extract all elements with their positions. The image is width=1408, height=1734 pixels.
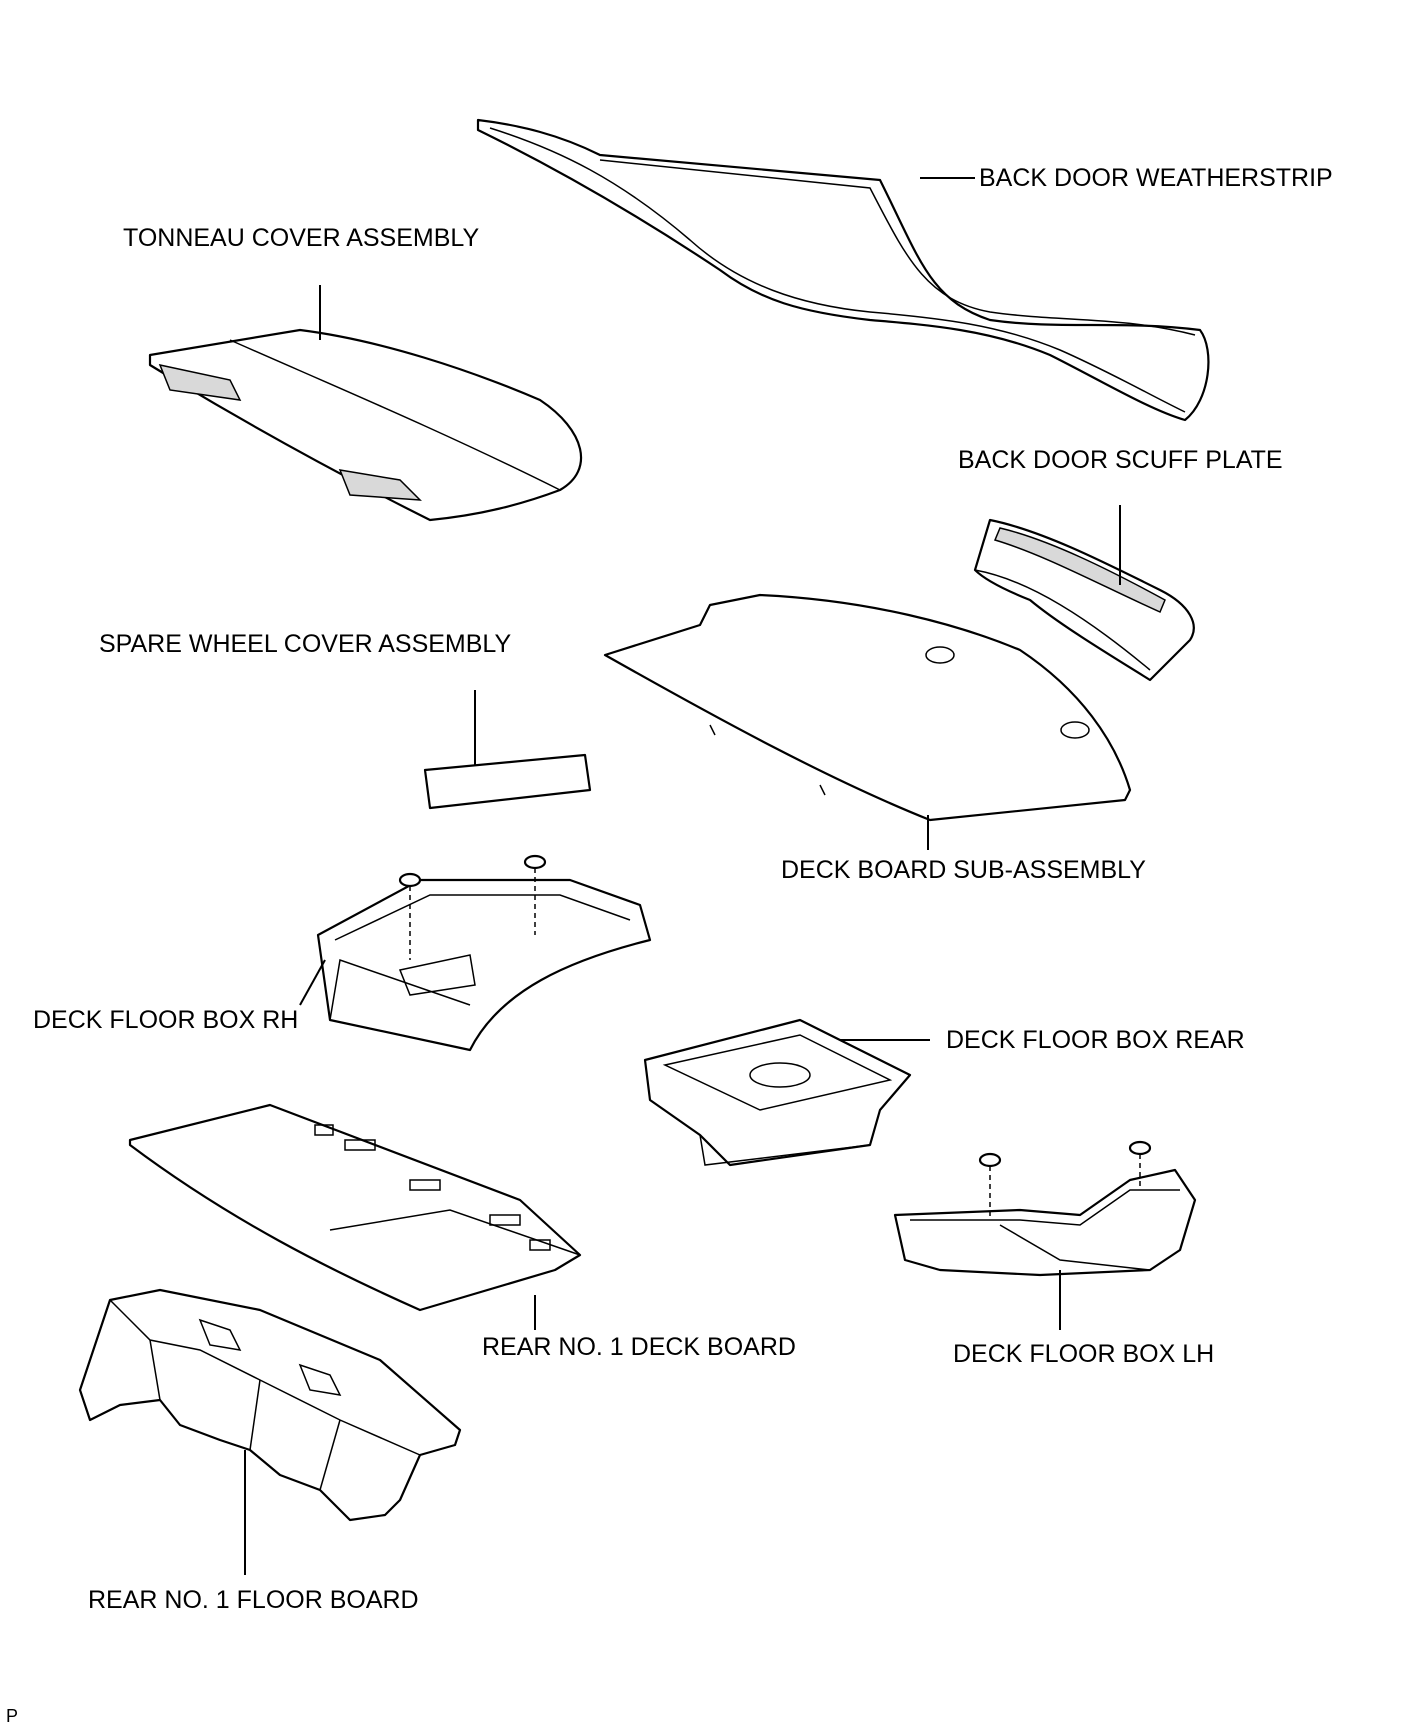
back-door-scuff-plate-part (973, 518, 1195, 682)
back-door-weatherstrip-part (476, 118, 1210, 422)
label-deck-floor-box-rh: DECK FLOOR BOX RH (33, 1006, 299, 1034)
leader-deck-floor-box-rh (299, 959, 326, 1006)
label-back-door-weatherstrip: BACK DOOR WEATHERSTRIP (979, 164, 1333, 192)
label-deck-floor-box-lh: DECK FLOOR BOX LH (953, 1340, 1215, 1368)
label-rear-no1-floor-board: REAR NO. 1 FLOOR BOARD (88, 1586, 419, 1614)
label-tonneau-cover-assembly: TONNEAU COVER ASSEMBLY (123, 224, 480, 252)
rear-no1-floor-board-part (78, 1288, 462, 1522)
spare-wheel-cover-part (423, 753, 592, 810)
deck-floor-box-lh-part (893, 1140, 1197, 1277)
corner-mark: P (6, 1706, 19, 1726)
label-deck-floor-box-rear: DECK FLOOR BOX REAR (946, 1026, 1245, 1054)
label-spare-wheel-cover-assembly: SPARE WHEEL COVER ASSEMBLY (99, 630, 512, 658)
label-rear-no1-deck-board: REAR NO. 1 DECK BOARD (482, 1333, 796, 1361)
tonneau-cover-part (148, 328, 583, 522)
deck-floor-box-rh-part (316, 854, 652, 1052)
rear-no1-deck-board-part (128, 1103, 582, 1312)
deck-floor-box-rear-part (643, 1018, 912, 1167)
label-deck-board-sub-assembly: DECK BOARD SUB-ASSEMBLY (781, 856, 1146, 884)
deck-board-part (603, 593, 1132, 822)
label-back-door-scuff-plate: BACK DOOR SCUFF PLATE (958, 446, 1283, 474)
